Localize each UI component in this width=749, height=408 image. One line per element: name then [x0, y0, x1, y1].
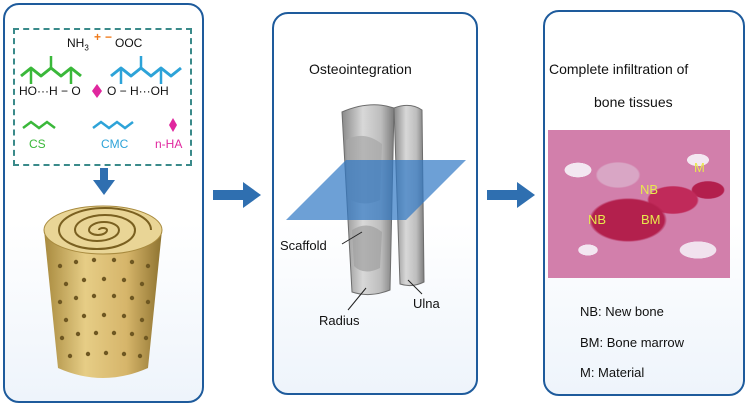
hbond-right: O − H···OH: [107, 84, 169, 98]
label-leader-lines: [341, 231, 423, 311]
legend-cmc: CMC: [101, 137, 129, 151]
plus-charge: +: [94, 30, 102, 44]
chemistry-box: NH3 + − OOC HO···H − O O − H···OH CS CMC…: [13, 28, 192, 166]
osteointegration-title: Osteointegration: [309, 61, 412, 77]
abbr-nb: NB: New bone: [580, 304, 664, 319]
label-radius: Radius: [319, 313, 360, 328]
polymer-chains-graphic: [20, 56, 182, 132]
abbr-bm: BM: Bone marrow: [580, 335, 685, 350]
infiltration-title-line2: bone tissues: [594, 94, 673, 110]
label-scaffold: Scaffold: [280, 238, 327, 253]
right-arrow-icon: [487, 182, 535, 208]
histo-label-nb-left: NB: [588, 212, 607, 227]
down-arrow-icon: [93, 168, 115, 195]
legend-cs: CS: [29, 137, 46, 151]
hbond-left: HO···H − O: [19, 84, 81, 98]
ooc-label: OOC: [115, 36, 143, 50]
label-ulna: Ulna: [413, 296, 440, 311]
abbr-m: M: Material: [580, 365, 645, 380]
nh3-label: NH3: [67, 36, 89, 53]
bone-3d-graphic: [286, 104, 466, 296]
histo-label-nb-top: NB: [640, 182, 659, 197]
scaffold-cylinder-graphic: [43, 205, 163, 378]
histo-label-m: M: [694, 160, 705, 175]
right-arrow-icon: [213, 182, 261, 208]
histology-image: M NB NB BM: [548, 130, 730, 278]
histo-label-bm: BM: [641, 212, 661, 227]
minus-charge: −: [105, 30, 113, 44]
legend-nha: n-HA: [155, 137, 183, 151]
infiltration-title-line1: Complete infiltration of: [549, 61, 689, 77]
